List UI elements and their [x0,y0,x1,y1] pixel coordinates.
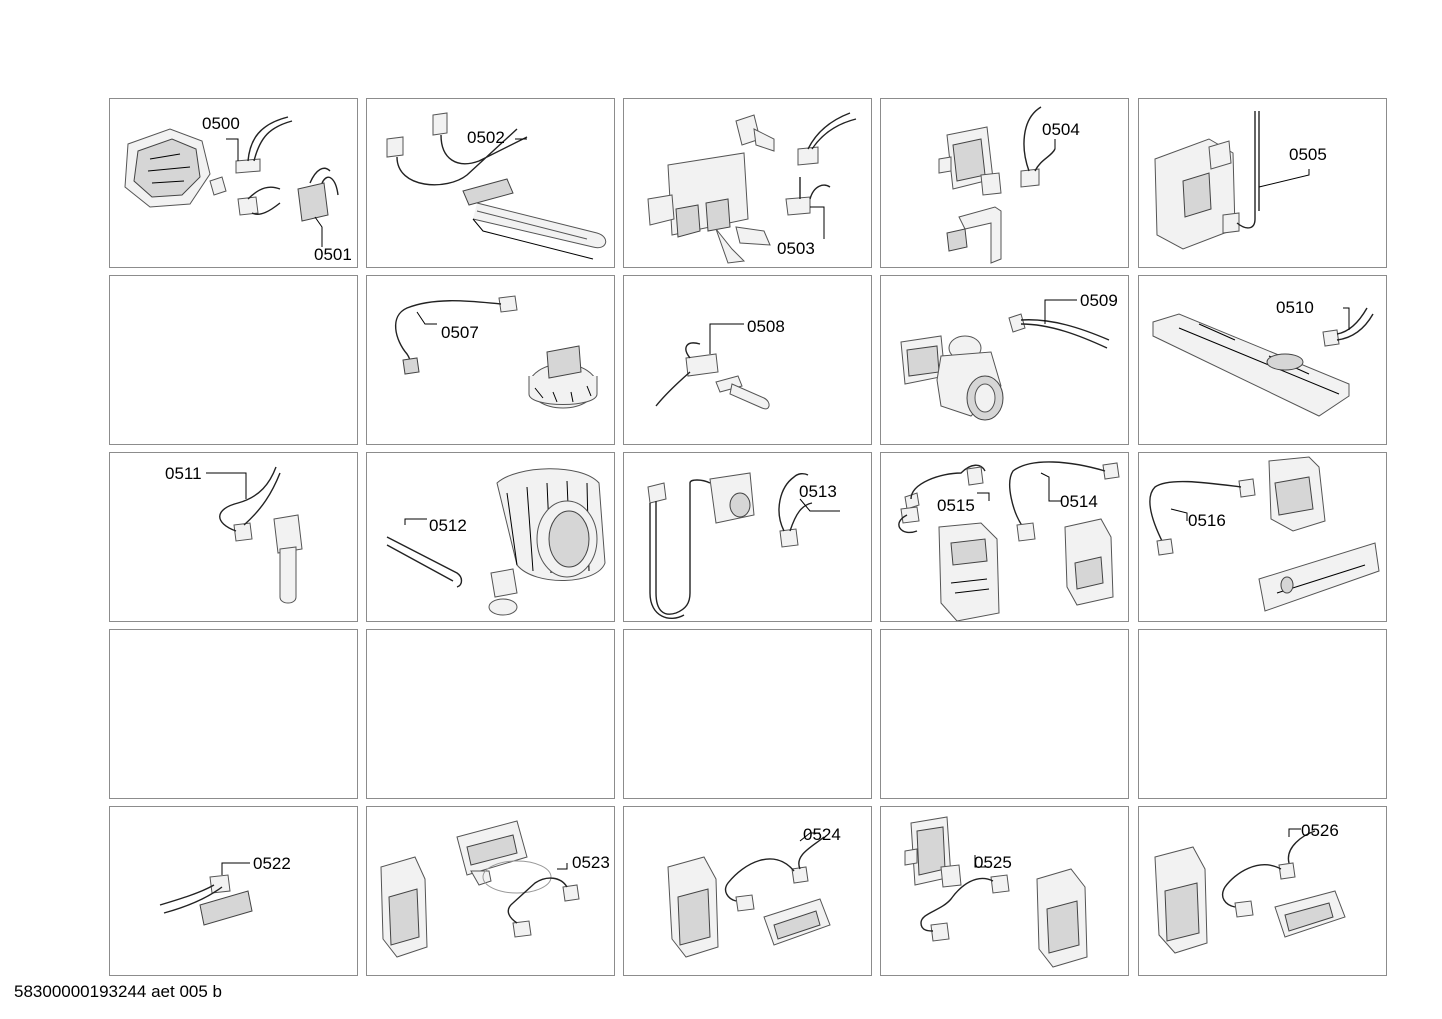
part-cell-0512: 0512 [366,452,615,622]
part-label-0515: 0515 [937,496,975,515]
part-cell-0523: 0523 [366,806,615,976]
part-cell-empty-r4c5 [1138,629,1387,799]
dispenser-module-drawing [367,807,615,976]
dispenser-hose-drawing [624,453,872,622]
document-id: 58300000193244 aet 005 b [14,982,222,1001]
part-cell-0508: 0508 [623,275,872,445]
pressure-sensor-drawing [367,276,615,445]
part-cell-0500: 0500 0501 [109,98,358,268]
part-cell-empty-r4c3 [623,629,872,799]
part-label-0505: 0505 [1289,145,1327,164]
part-cell-0515: 0515 0514 [880,452,1129,622]
part-cell-empty-r4c4 [880,629,1129,799]
aquastop-valve-drawing [881,99,1129,268]
part-cell-empty-r4c2 [366,629,615,799]
part-label-0502: 0502 [467,128,505,147]
sensor-board-drawing [110,807,358,976]
part-cell-0503: 0503 [623,98,872,268]
part-cell-0505: 0505 [1138,98,1387,268]
part-cell-empty-r4c1 [109,629,358,799]
part-label-0507: 0507 [441,323,479,342]
water-valve-drawing [624,99,872,268]
part-label-0522: 0522 [253,854,291,873]
part-label-0526: 0526 [1301,821,1339,840]
part-label-0512: 0512 [429,516,467,535]
part-cell-0510: 0510 [1138,275,1387,445]
dispenser-module-drawing [1139,807,1387,976]
part-label-0509: 0509 [1080,291,1118,310]
electronic-module-drawing [881,453,1129,621]
part-label-0500: 0500 [202,114,240,133]
part-cell-0513: 0513 [623,452,872,622]
part-cell-0502: 0502 [366,98,615,268]
level-sensor-drawing [110,453,358,622]
part-label-0504: 0504 [1042,120,1080,139]
heating-element-drawing [367,99,615,268]
part-label-0523: 0523 [572,853,610,872]
part-label-0511: 0511 [165,464,202,483]
part-label-0508: 0508 [747,317,785,336]
part-cell-0511: 0511 [109,452,358,622]
drum-tub-drawing [367,453,615,622]
part-label-0525: 0525 [974,853,1012,872]
dispenser-module-drawing [624,807,872,976]
part-cell-0507: 0507 [366,275,615,445]
part-cell-0526: 0526 [1138,806,1387,976]
valve-dispenser-drawing [881,807,1129,976]
part-label-0516: 0516 [1188,511,1226,530]
part-label-0524: 0524 [803,825,841,844]
part-label-0503: 0503 [777,239,815,258]
sensor-cable-drawing [624,276,872,445]
part-cell-empty-r2c1 [109,275,358,445]
part-cell-0504: 0504 [880,98,1129,268]
part-label-0513: 0513 [799,482,837,501]
pump-motor-drawing [110,99,358,268]
control-module-drawing [1139,99,1387,268]
drawer-sensor-drawing [1139,276,1387,445]
part-label-0510: 0510 [1276,298,1314,317]
part-cell-0525: 0525 [880,806,1129,976]
part-label-0501: 0501 [314,245,352,264]
part-label-0514: 0514 [1060,492,1098,511]
part-cell-0509: 0509 [880,275,1129,445]
drain-pump-drawing [881,276,1129,445]
control-panel-drawing [1139,453,1387,622]
part-cell-0516: 0516 [1138,452,1387,622]
part-cell-0522: 0522 [109,806,358,976]
part-cell-0524: 0524 [623,806,872,976]
